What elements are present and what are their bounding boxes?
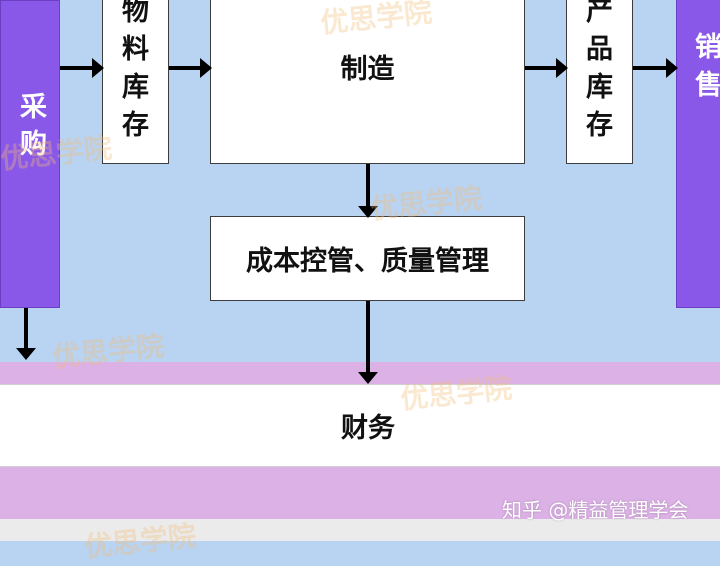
product-stock-box: 产 品 库 存 bbox=[566, 0, 633, 164]
material-stock-char: 存 bbox=[122, 110, 149, 141]
flow-arrows bbox=[16, 58, 678, 384]
arrowhead bbox=[358, 206, 378, 218]
material-stock-char: 料 bbox=[122, 34, 149, 65]
arrowhead bbox=[666, 58, 678, 78]
bottom-strip bbox=[0, 519, 720, 541]
arrowhead bbox=[358, 372, 378, 384]
cost-quality-label: 成本控管、质量管理 bbox=[246, 246, 489, 277]
product-stock-char: 库 bbox=[586, 72, 613, 103]
arrowhead bbox=[16, 348, 36, 360]
cost-quality-box: 成本控管、质量管理 bbox=[210, 216, 525, 301]
product-stock-char: 存 bbox=[586, 110, 613, 141]
arrowhead bbox=[92, 58, 104, 78]
arrowhead bbox=[556, 58, 568, 78]
purchase-box: 采购 bbox=[0, 0, 60, 308]
material-stock-char: 物 bbox=[122, 0, 149, 27]
sales-char: 售 bbox=[695, 70, 720, 101]
finance-label: 财务 bbox=[341, 413, 395, 444]
arrowhead bbox=[200, 58, 212, 78]
purchase-label: 采购 bbox=[15, 92, 46, 166]
bottom-pink-band bbox=[0, 467, 720, 519]
manufacturing-label: 制造 bbox=[340, 53, 395, 85]
material-stock-char: 库 bbox=[122, 72, 149, 103]
manufacturing-box: 制造 bbox=[210, 0, 525, 164]
source-credit: 知乎 @精益管理学会 bbox=[502, 498, 689, 522]
product-stock-char: 品 bbox=[586, 34, 613, 65]
sales-char: 销 bbox=[695, 32, 720, 63]
material-stock-box: 物 料 库 存 bbox=[102, 0, 169, 164]
sales-box: 销 售 bbox=[676, 0, 720, 308]
finance-band bbox=[0, 384, 720, 467]
product-stock-char: 产 bbox=[586, 0, 613, 27]
